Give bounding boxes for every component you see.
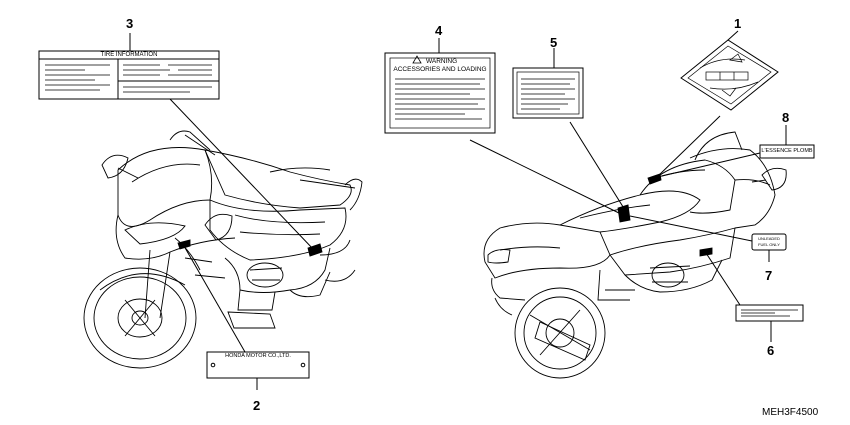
maker-plate-label	[206, 351, 310, 379]
caution-label-6	[735, 304, 804, 322]
essence-label	[759, 144, 815, 159]
tire-info-label	[38, 50, 220, 100]
maker-plate-text: HONDA MOTOR CO.,LTD.	[225, 353, 291, 359]
callout-1: 1	[734, 16, 742, 31]
fuel-label-line2: FUEL ONLY	[758, 242, 780, 247]
diagram-code: MEH3F4500	[762, 407, 819, 418]
diamond-label	[680, 39, 779, 111]
warning-subtitle: ACCESSORIES AND LOADING	[393, 66, 487, 73]
callout-2: 2	[253, 398, 261, 413]
callout-4: 4	[435, 23, 443, 38]
right-motorcycle	[483, 131, 787, 379]
left-motorcycle	[83, 130, 363, 369]
callout-5: 5	[550, 35, 558, 50]
essence-label-text: L'ESSENCE PLOMB	[761, 148, 813, 154]
callout-3: 3	[126, 16, 134, 31]
callout-8: 8	[782, 110, 790, 125]
leader-lines	[129, 30, 787, 390]
callout-6: 6	[767, 343, 775, 358]
warning-label	[384, 52, 496, 134]
callout-7: 7	[765, 268, 773, 283]
fuel-label-line1: UNLEADED	[758, 236, 780, 241]
caution-label-5	[512, 67, 584, 119]
warning-title: WARNING	[426, 58, 458, 65]
tire-info-title: TIRE INFORMATION	[100, 52, 158, 58]
